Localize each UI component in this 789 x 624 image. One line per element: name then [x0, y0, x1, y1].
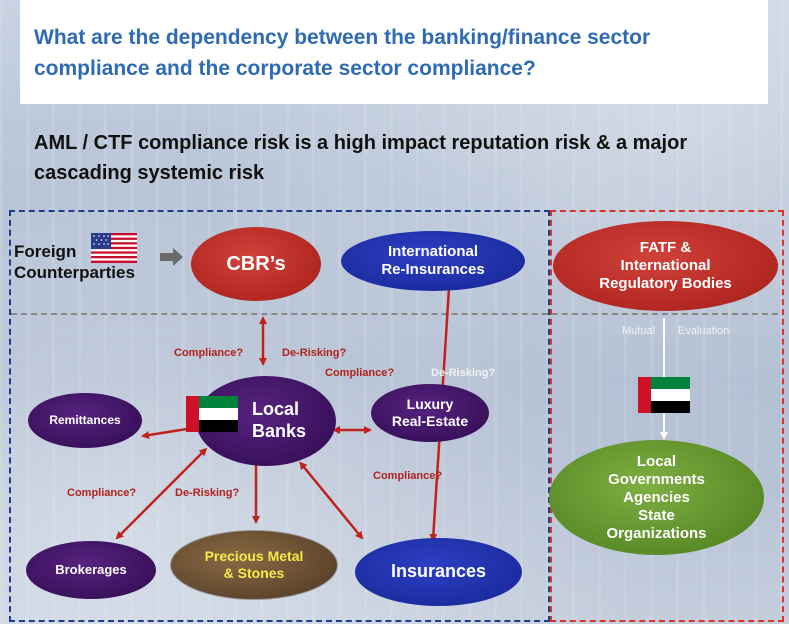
remittances-label: Remittances	[49, 413, 121, 428]
compliance-insurance-label: Compliance?	[373, 470, 443, 482]
page-title: What are the dependency between the bank…	[34, 26, 651, 80]
insurances-label: Insurances	[390, 561, 487, 582]
evaluation-label: Evaluation	[678, 325, 730, 337]
cbr-node: CBR’s	[191, 227, 321, 301]
luxury-line1: Luxury	[406, 396, 454, 413]
derisking-brokerage-label: De-Risking?	[175, 487, 240, 499]
fatf-node: FATF & International Regulatory Bodies	[553, 221, 778, 311]
precious-line1: Precious Metal	[204, 548, 304, 565]
luxury-line2: Real-Estate	[391, 413, 469, 429]
international-reinsurances-node: International Re-Insurances	[341, 231, 525, 291]
mutual-label: Mutual	[622, 325, 656, 337]
remittances-node: Remittances	[28, 393, 142, 448]
gov-line2: Governments	[608, 470, 705, 488]
page-subtitle: AML / CTF compliance risk is a high impa…	[34, 132, 688, 184]
fatf-line3: Regulatory Bodies	[599, 275, 732, 292]
foreign-line1: Foreign	[14, 242, 77, 261]
divider-line	[11, 313, 778, 315]
banking-sector-panel	[9, 210, 550, 622]
local-governments-node: Local Governments Agencies State Organiz…	[549, 440, 764, 555]
insurances-node: Insurances	[355, 538, 522, 606]
precious-metal-node: Precious Metal & Stones	[170, 530, 338, 600]
cbr-label: CBR’s	[226, 253, 286, 275]
arrow-banks-remittances	[141, 424, 199, 440]
local-banks-line2: Banks	[251, 421, 306, 441]
intl-reins-line2: Re-Insurances	[381, 261, 485, 278]
right-arrow-icon	[160, 248, 183, 266]
gov-line5: Organizations	[606, 524, 707, 542]
regulatory-panel	[550, 210, 784, 622]
compliance-brokerage-label: Compliance?	[67, 487, 137, 499]
foreign-line2: Counterparties	[14, 263, 135, 282]
fatf-line2: International	[620, 257, 711, 274]
derisking-cbr-label: De-Risking?	[282, 347, 347, 359]
derisking-luxury-label: De-Risking?	[431, 367, 496, 379]
fatf-line1: FATF &	[639, 239, 692, 256]
precious-line2: & Stones	[223, 565, 285, 581]
intl-reins-line1: International	[387, 243, 478, 260]
gov-line3: Agencies	[623, 488, 690, 506]
uae-flag-icon	[638, 377, 690, 413]
gov-line4: State	[638, 506, 675, 524]
brokerages-node: Brokerages	[26, 541, 156, 599]
arrow-banks-insurances	[299, 461, 364, 540]
gov-line1: Local	[636, 452, 677, 470]
local-banks-line1: Local	[251, 399, 299, 420]
luxury-real-estate-node: Luxury Real-Estate	[371, 384, 489, 442]
compliance-cbr-label: Compliance?	[174, 347, 244, 359]
title-box: What are the dependency between the bank…	[20, 0, 768, 104]
arrow-banks-brokerages	[115, 447, 208, 540]
compliance-luxury-label: Compliance?	[325, 367, 395, 379]
brokerages-label: Brokerages	[55, 562, 127, 578]
foreign-counterparties: Foreign Counterparties	[14, 241, 135, 283]
us-flag-icon	[91, 233, 137, 263]
uae-flag-icon	[186, 396, 238, 432]
